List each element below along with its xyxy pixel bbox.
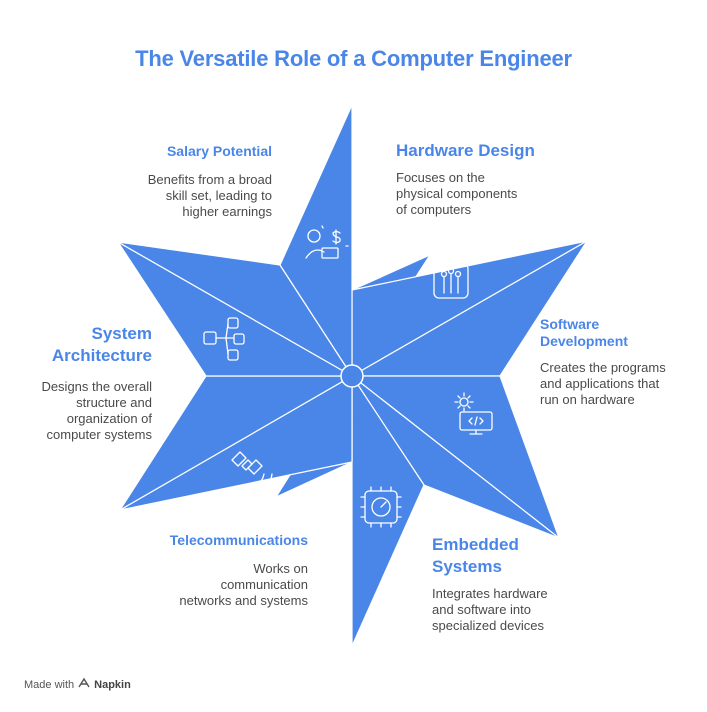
- section-description: Integrates hardware and software into sp…: [432, 586, 548, 633]
- processor-gauge-icon: [360, 486, 402, 528]
- section-software: Software Development Creates the program…: [540, 316, 700, 408]
- section-description: Designs the overall structure and organi…: [41, 379, 152, 442]
- blade-salary: [279, 104, 353, 377]
- section-heading: Embedded Systems: [432, 535, 519, 576]
- hub-circle: [340, 364, 364, 388]
- person-dollar-icon: [305, 225, 349, 259]
- section-heading: Software Development: [540, 316, 628, 349]
- footer-watermark: Made with Napkin: [24, 677, 131, 692]
- section-hardware: Hardware Design Focuses on the physical …: [396, 140, 596, 218]
- section-heading: Salary Potential: [166, 143, 272, 159]
- network-nodes-icon: [203, 317, 245, 361]
- section-heading: System Architecture: [51, 324, 152, 365]
- footer-brand: Napkin: [94, 678, 131, 691]
- gear-monitor-code-icon: [454, 392, 493, 435]
- section-heading: Telecommunications: [169, 532, 308, 548]
- chip-circuit-icon: [433, 263, 469, 299]
- footer-prefix: Made with: [24, 678, 75, 691]
- napkin-logo-icon: [78, 677, 90, 692]
- section-embedded: Embedded Systems Integrates hardware and…: [432, 534, 612, 634]
- section-description: Works on communication networks and syst…: [179, 561, 308, 608]
- section-description: Focuses on the physical components of co…: [396, 170, 518, 217]
- section-description: Benefits from a broad skill set, leading…: [147, 172, 272, 219]
- section-architecture: System Architecture Designs the overall …: [2, 323, 152, 443]
- section-salary: Salary Potential Benefits from a broad s…: [72, 143, 272, 220]
- section-description: Creates the programs and applications th…: [540, 360, 666, 407]
- section-heading: Hardware Design: [396, 141, 535, 160]
- satellite-icon: [231, 451, 273, 491]
- blade-bottom: [351, 375, 425, 647]
- section-telecom: Telecommunications Works on communicatio…: [108, 532, 308, 609]
- page-title: The Versatile Role of a Computer Enginee…: [135, 46, 572, 71]
